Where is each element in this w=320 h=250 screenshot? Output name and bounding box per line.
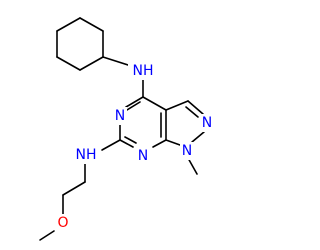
nh-ethyl-label: NH [76, 147, 97, 163]
bond-c3a-c4 [142, 96, 167, 111]
bond-c2-n1 [119, 139, 134, 148]
cyclohexyl-ring [56, 17, 104, 71]
bond-cyclohexyl-3 [79, 56, 104, 71]
bond-n-methyl [187, 157, 198, 175]
ring-n-top-label: N [115, 108, 125, 124]
nh-cyclohexyl-label: NH [133, 63, 154, 79]
molecule-structure-diagram: NH N N N N NH O [39, 17, 214, 241]
bond-ch2-ch2 [62, 181, 86, 196]
bond-c3-n2 [187, 100, 204, 115]
bond-n1-c7a [152, 139, 167, 148]
bond-cyclohexyl-nh [102, 56, 129, 66]
bond-c3-n2-double [185, 106, 199, 118]
bond-c2-nh [101, 139, 121, 151]
atom-labels: NH N N N N NH O [56, 62, 214, 232]
bond-cyclohexyl-1 [79, 17, 104, 32]
bond-c3a-c3 [165, 100, 189, 111]
bond-c2-n1-double [124, 136, 137, 144]
pyrazole-ring [165, 100, 205, 146]
pyrimidine-ring [119, 96, 167, 148]
ring-n-bottom-label: N [138, 148, 148, 164]
pyrazole-n-double-label: N [202, 115, 212, 131]
bond-c4-n3-double [126, 101, 141, 111]
bond-cyclohexyl-6 [56, 17, 81, 32]
bond-cyclohexyl-4 [56, 56, 81, 71]
bond-n-n [191, 131, 205, 143]
bond-o-ch3 [39, 230, 55, 241]
pyrazole-n-methyl-label: N [182, 143, 192, 159]
bond-c4-n3 [125, 96, 144, 108]
oxygen-label: O [57, 215, 68, 231]
bond-n-methyl-c7a [165, 139, 181, 146]
